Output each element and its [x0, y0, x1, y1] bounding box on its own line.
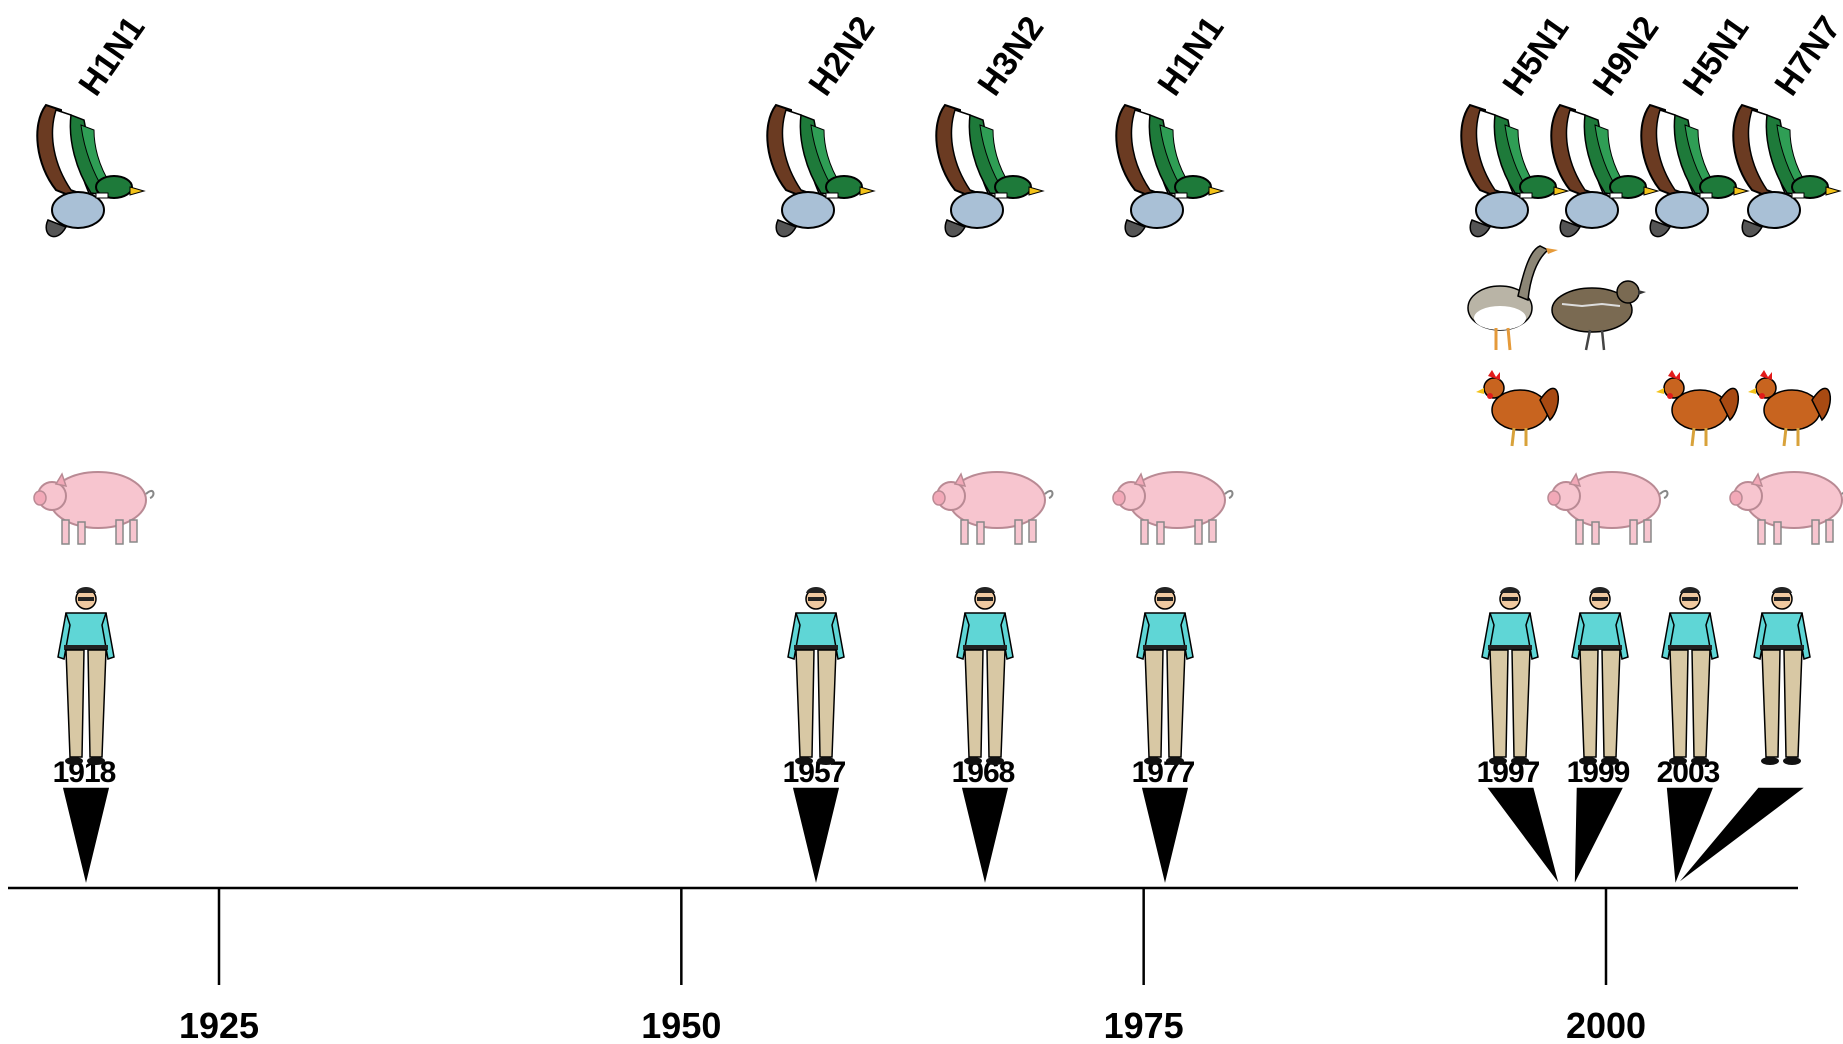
mallard-duck-icon [1115, 104, 1224, 238]
event-1968: 1968 H3N2 [932, 10, 1054, 887]
axis-ticks: 1925 1950 1975 2000 [179, 888, 1646, 1044]
event-pointer [61, 786, 111, 887]
quail-icon [1550, 279, 1648, 352]
human-figure-icon [1136, 586, 1194, 766]
human-figure-icon [787, 586, 845, 766]
human-figure-icon [1481, 586, 1539, 766]
event-pointer [791, 786, 841, 887]
mallard-duck-icon [1732, 104, 1841, 238]
subtype-label: H1N1 [71, 10, 152, 103]
event-1918: 1918 H1N1 [33, 10, 155, 887]
subtype-label: H5N1 [1675, 10, 1756, 103]
event-year-label: 1957 [783, 756, 846, 789]
axis-tick-label: 1950 [641, 1005, 721, 1044]
chicken-icon [1654, 368, 1740, 448]
event-pointer [960, 786, 1010, 887]
axis-tick-label: 1925 [179, 1005, 259, 1044]
human-figure-icon [1753, 586, 1811, 766]
human-figure-icon [1661, 586, 1719, 766]
pig-icon [1729, 471, 1843, 545]
human-figure-icon [956, 586, 1014, 766]
pig-icon [33, 471, 155, 545]
human-figure-icon [1571, 586, 1629, 766]
mallard-duck-icon [36, 104, 145, 238]
event-1977: 1977 H1N1 [1112, 10, 1234, 887]
event-year-label: 1997 [1477, 756, 1540, 789]
event-year-label: 2003 [1657, 756, 1720, 789]
subtype-label: H3N2 [970, 10, 1051, 103]
subtype-label: H9N2 [1585, 10, 1666, 103]
mallard-duck-icon [1640, 104, 1749, 238]
goose-icon [1466, 244, 1560, 352]
axis-tick-label: 2000 [1566, 1005, 1646, 1044]
event-year-label: 1918 [53, 756, 116, 789]
axis-tick-label: 1975 [1104, 1005, 1184, 1044]
subtype-label: H5N1 [1495, 10, 1576, 103]
event-1957: 1957 H2N2 [766, 10, 882, 887]
subtype-label: H2N2 [801, 10, 882, 103]
event-year-label: 1999 [1567, 756, 1630, 789]
pig-icon [932, 471, 1054, 545]
mallard-duck-icon [766, 104, 875, 238]
chicken-icon [1474, 368, 1560, 448]
event-year-label: 1968 [952, 756, 1015, 789]
subtype-label: H1N1 [1150, 10, 1231, 103]
event-pointer [1665, 786, 1716, 887]
event-pointer [1674, 786, 1809, 887]
mallard-duck-icon [935, 104, 1044, 238]
pig-icon [1112, 471, 1234, 545]
event-year-label: 1977 [1132, 756, 1195, 789]
human-figure-icon [57, 586, 115, 766]
event-pointer [1484, 786, 1561, 887]
events-layer: 1918 H1N1 1957 H2N2 1968 H3N2 1977 H1N1 1997 H5N1… [33, 10, 1843, 887]
pig-icon [1547, 471, 1669, 545]
event-pointer [1573, 786, 1626, 887]
chicken-icon [1746, 368, 1832, 448]
event-pointer [1140, 786, 1190, 887]
subtype-label: H7N7 [1767, 10, 1843, 103]
